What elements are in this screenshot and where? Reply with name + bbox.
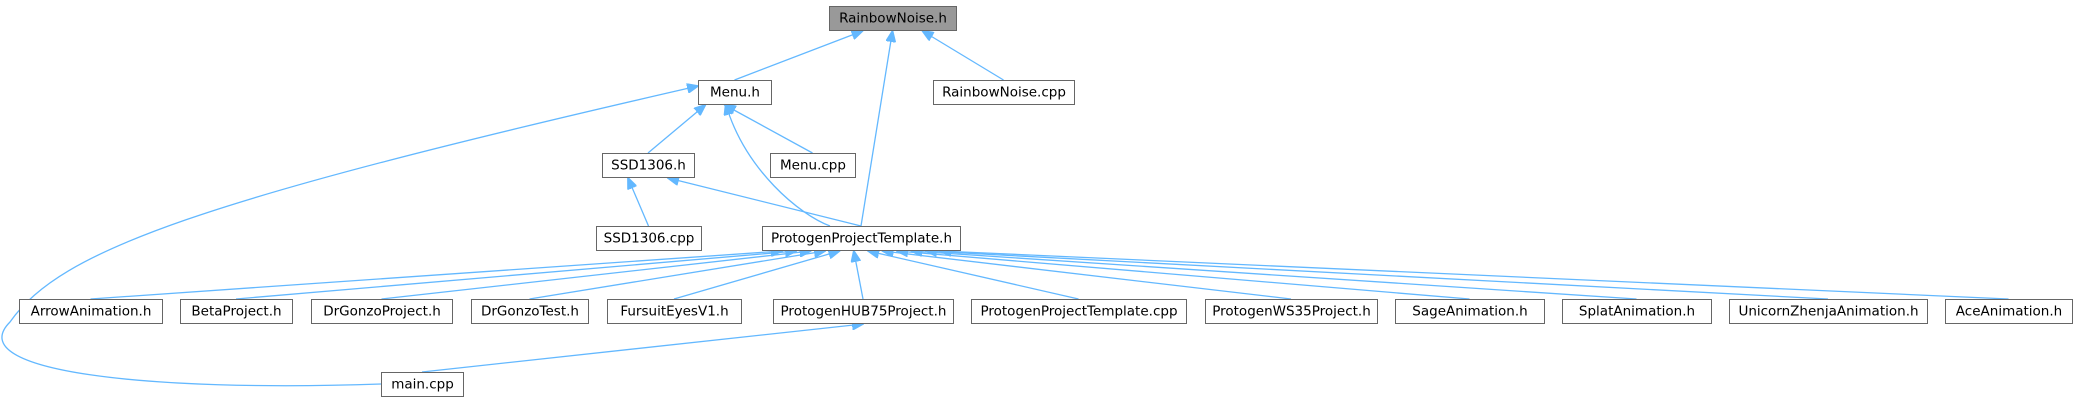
node-box	[762, 226, 961, 251]
node-splatanimation-h[interactable]: SplatAnimation.h	[1562, 299, 1712, 324]
node-box	[773, 299, 954, 324]
node-drgonzoproject-h[interactable]: DrGonzoProject.h	[311, 299, 453, 324]
node-label: ProtogenWS35Project.h	[1212, 304, 1371, 320]
edges-layer	[1, 31, 2009, 387]
node-label: FursuitEyesV1.h	[620, 304, 728, 320]
node-box	[933, 80, 1075, 105]
node-label: UnicornZhenjaAnimation.h	[1738, 304, 1918, 320]
node-label: Menu.cpp	[780, 158, 846, 174]
node-sageanimation-h[interactable]: SageAnimation.h	[1395, 299, 1545, 324]
node-box	[381, 372, 464, 397]
node-box	[1562, 299, 1712, 324]
node-protogenhub75-h[interactable]: ProtogenHUB75Project.h	[773, 299, 954, 324]
node-label: ProtogenProjectTemplate.h	[771, 231, 952, 247]
edge-rainbownoise_cpp-to-rainbownoise_h	[923, 31, 1004, 81]
node-box	[471, 299, 589, 324]
node-label: ProtogenProjectTemplate.cpp	[980, 304, 1177, 320]
edge-main_cpp-to-protogenhub75_h	[421, 324, 863, 373]
edge-protogen_template_h-to-menu_h	[726, 104, 831, 227]
edge-menu_h-to-rainbownoise_h	[734, 31, 863, 81]
node-ssd1306-h[interactable]: SSD1306.h	[602, 153, 695, 178]
node-label: Menu.h	[710, 85, 760, 101]
edge-main_cpp-to-menu_h	[1, 86, 698, 387]
edge-aceanimation_h-to-protogen_template_h	[940, 251, 2009, 300]
edge-drgonzotest_h-to-protogen_template_h	[529, 251, 826, 300]
node-drgonzotest-h[interactable]: DrGonzoTest.h	[471, 299, 589, 324]
node-label: AceAnimation.h	[1956, 304, 2062, 320]
edge-protogenws35_h-to-protogen_template_h	[883, 251, 1292, 300]
node-fursuiteyesv1-h[interactable]: FursuitEyesV1.h	[607, 299, 742, 324]
node-box	[607, 299, 742, 324]
node-box	[1395, 299, 1545, 324]
node-box	[1729, 299, 1928, 324]
node-label: ProtogenHUB75Project.h	[781, 304, 947, 320]
node-label: DrGonzoProject.h	[323, 304, 441, 320]
node-protogen-template-h[interactable]: ProtogenProjectTemplate.h	[762, 226, 961, 251]
edge-unicornzhenja_h-to-protogen_template_h	[926, 251, 1829, 300]
edge-splatanimation_h-to-protogen_template_h	[911, 251, 1637, 300]
node-main-cpp[interactable]: main.cpp	[381, 372, 464, 397]
node-protogen-template-cpp[interactable]: ProtogenProjectTemplate.cpp	[971, 299, 1187, 324]
node-box	[971, 299, 1187, 324]
edge-fursuiteyesv1_h-to-protogen_template_h	[673, 251, 839, 300]
edge-menu_cpp-to-menu_h	[725, 105, 813, 154]
node-label: ArrowAnimation.h	[31, 304, 152, 320]
node-aceanimation-h[interactable]: AceAnimation.h	[1945, 299, 2073, 324]
edge-protogenhub75_h-to-protogen_template_h	[854, 251, 864, 300]
node-unicornzhenja-h[interactable]: UnicornZhenjaAnimation.h	[1729, 299, 1928, 324]
node-label: DrGonzoTest.h	[481, 304, 579, 320]
node-box	[1945, 299, 2073, 324]
edge-protogen_template_h-to-ssd1306_h	[668, 178, 862, 227]
edge-ssd1306_cpp-to-ssd1306_h	[628, 178, 650, 227]
node-box	[602, 153, 695, 178]
node-menu-h[interactable]: Menu.h	[698, 80, 772, 105]
node-protogenws35-h[interactable]: ProtogenWS35Project.h	[1205, 299, 1378, 324]
node-rainbownoise-cpp[interactable]: RainbowNoise.cpp	[933, 80, 1075, 105]
edge-betaproject_h-to-protogen_template_h	[235, 251, 796, 300]
node-betaproject-h[interactable]: BetaProject.h	[180, 299, 293, 324]
node-label: RainbowNoise.cpp	[942, 85, 1066, 101]
node-box	[311, 299, 453, 324]
node-label: BetaProject.h	[191, 304, 281, 320]
node-box	[829, 6, 957, 31]
edge-sageanimation_h-to-protogen_template_h	[897, 251, 1470, 300]
node-ssd1306-cpp[interactable]: SSD1306.cpp	[596, 226, 702, 251]
node-label: SSD1306.cpp	[604, 231, 695, 247]
node-label: RainbowNoise.h	[839, 11, 947, 27]
node-box	[1205, 299, 1378, 324]
edge-arrowanimation_h-to-protogen_template_h	[90, 251, 782, 300]
node-label: SageAnimation.h	[1412, 304, 1527, 320]
node-box	[698, 80, 772, 105]
node-arrowanimation-h[interactable]: ArrowAnimation.h	[19, 299, 163, 324]
node-rainbownoise-h[interactable]: RainbowNoise.h	[829, 6, 957, 31]
node-menu-cpp[interactable]: Menu.cpp	[770, 153, 856, 178]
edge-protogen_template_cpp-to-protogen_template_h	[868, 251, 1079, 300]
node-label: SSD1306.h	[611, 158, 686, 174]
edge-protogen_template_h-to-rainbownoise_h	[860, 31, 893, 227]
node-box	[770, 153, 856, 178]
node-label: main.cpp	[391, 377, 454, 393]
node-box	[180, 299, 293, 324]
edge-drgonzoproject_h-to-protogen_template_h	[381, 251, 811, 300]
node-box	[596, 226, 702, 251]
node-label: SplatAnimation.h	[1579, 304, 1695, 320]
node-box	[19, 299, 163, 324]
edge-ssd1306_h-to-menu_h	[647, 105, 705, 154]
